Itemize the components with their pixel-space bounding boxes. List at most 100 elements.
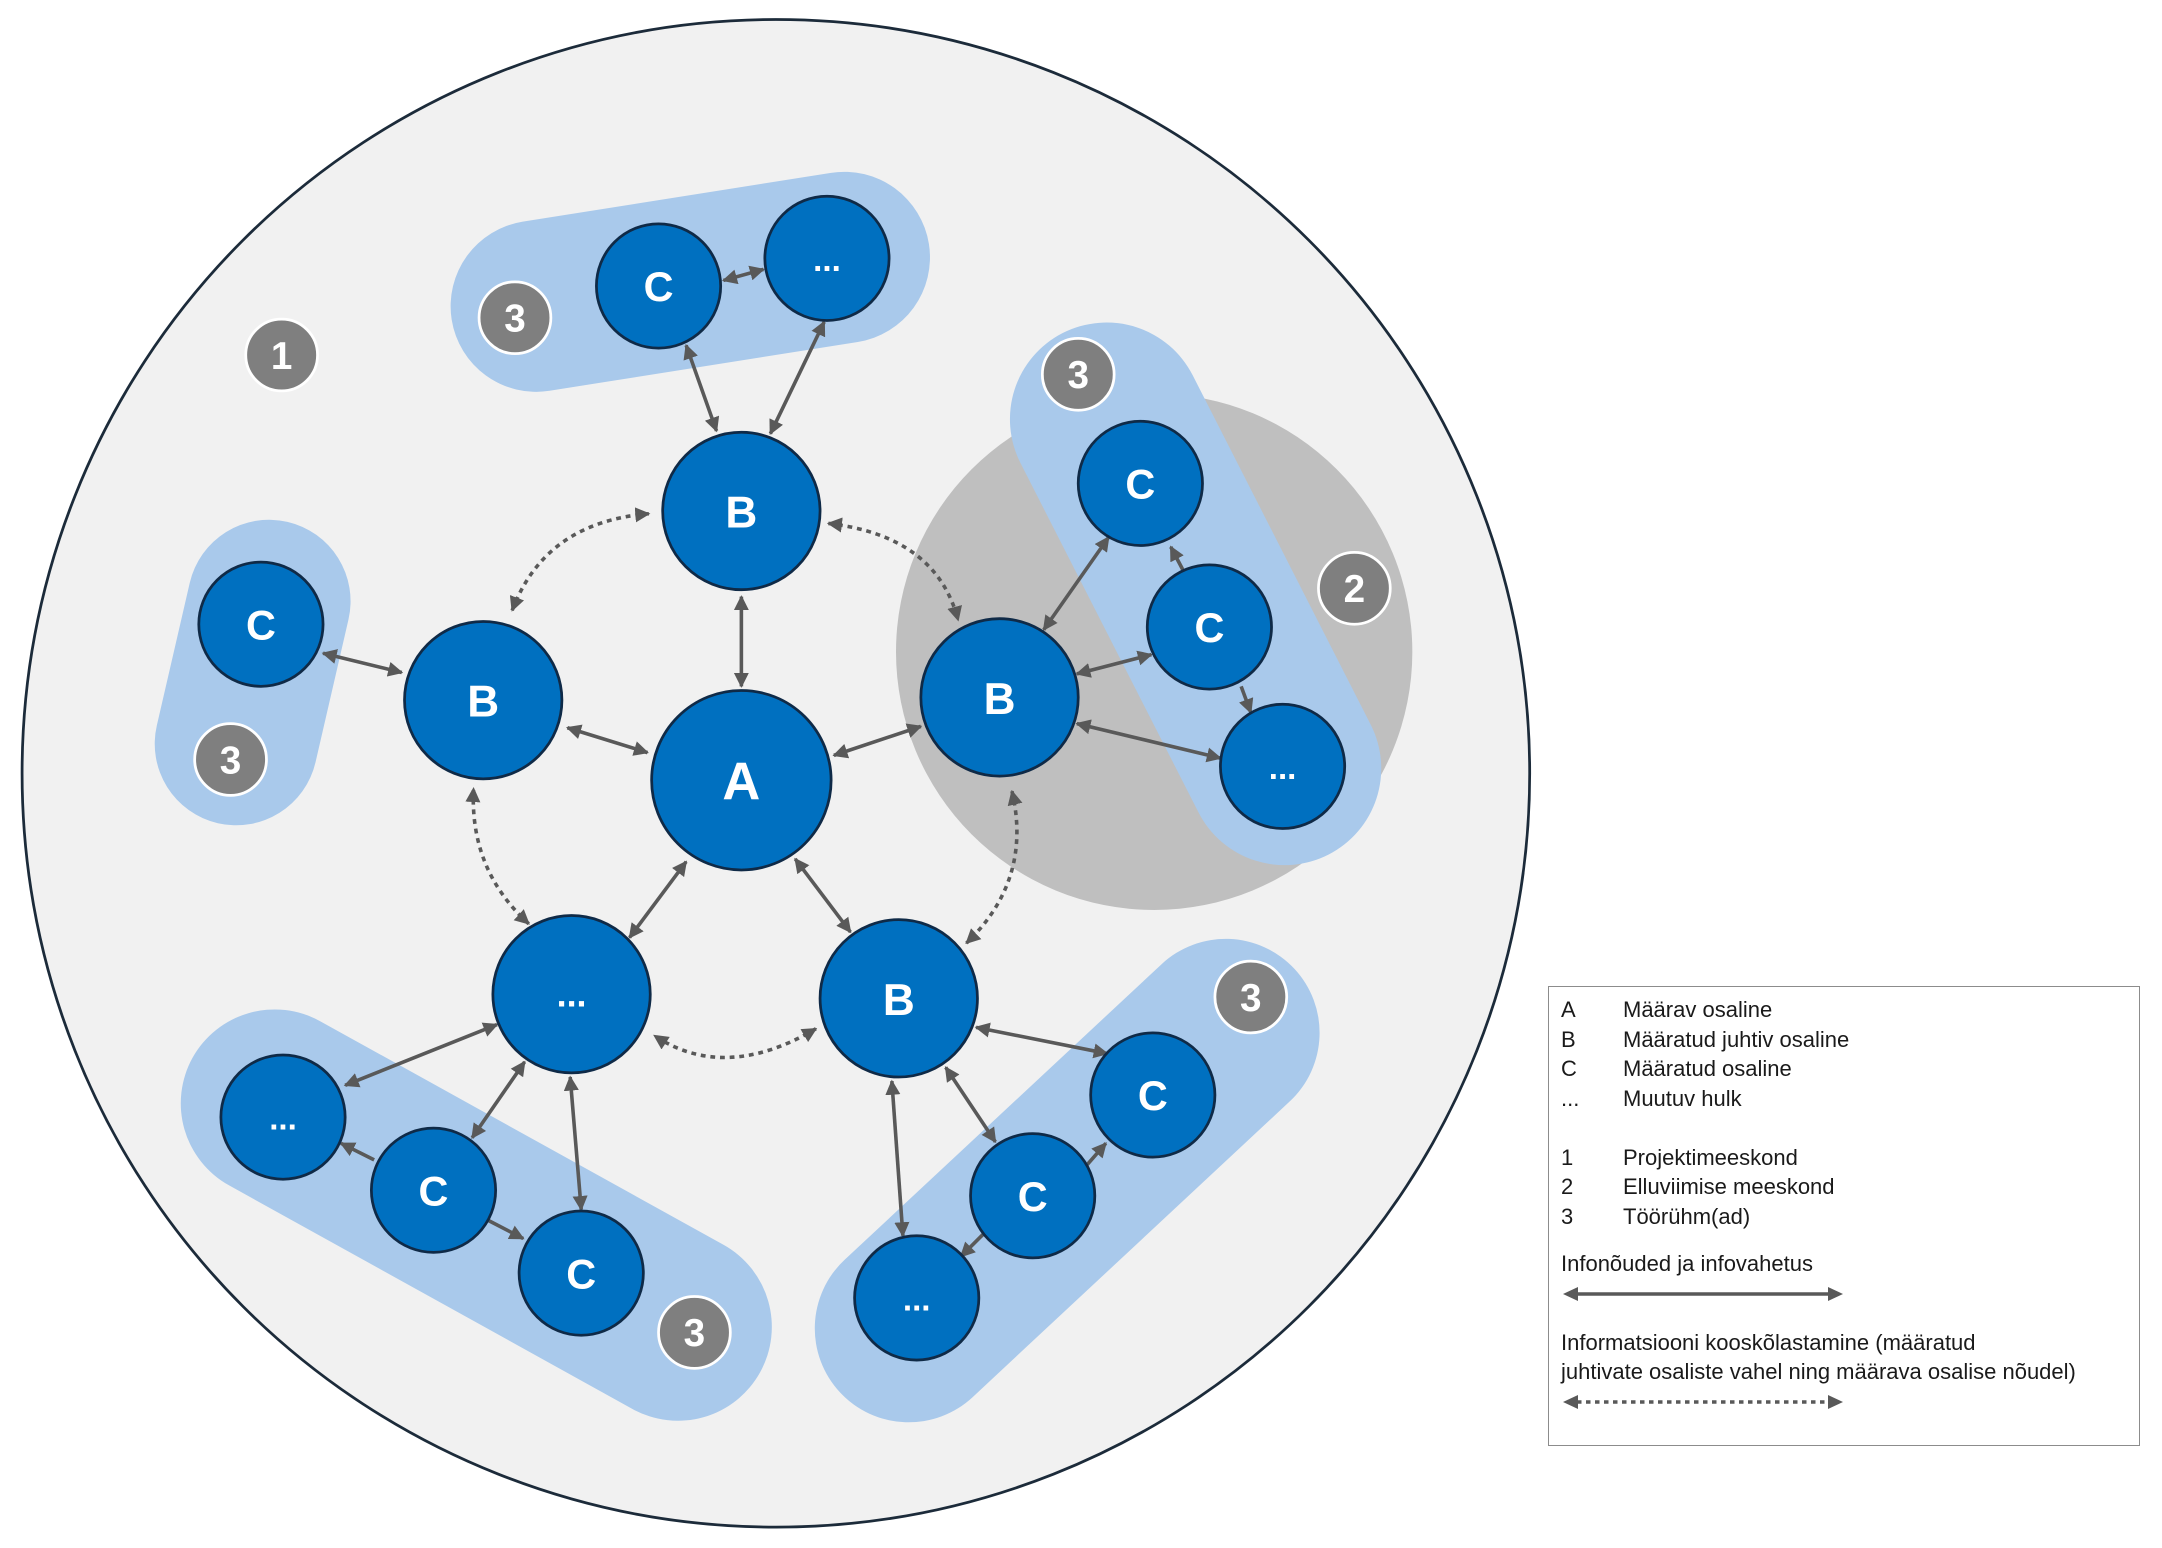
legend-key: 3 (1561, 1203, 1574, 1229)
node-c-right-mid: C (1145, 563, 1273, 691)
node-c-bl-lower-circle (517, 1209, 645, 1337)
node-c-left-label: C (246, 602, 276, 648)
arrow-c-br-lower-var-br (959, 1231, 986, 1258)
node-b-left-label: B (467, 678, 499, 727)
node-c-br-lower-circle (969, 1132, 1097, 1260)
badge-group-right-circle (1040, 337, 1116, 412)
badge-project-team-label: 1 (271, 335, 293, 378)
badge-implementation-team: 2 (1317, 551, 1392, 626)
arrow-b-right-c-right-upper (1042, 535, 1111, 631)
node-b-top: B (661, 430, 822, 592)
badge-project-team-circle (244, 317, 319, 393)
node-c-bl-mid-label: C (419, 1168, 449, 1214)
coordination-arrows (465, 507, 1023, 1060)
node-var-bottom-left: ... (491, 914, 652, 1075)
arrow-c-bl-mid-var-bl-outer (339, 1141, 375, 1162)
node-c-right-mid-circle (1145, 563, 1273, 691)
node-a-label: A (722, 754, 760, 812)
arrow-b-right-var-right (1075, 719, 1222, 763)
dotted-arrow-b-br-var-bl (653, 1027, 818, 1060)
legend-dotted-arrow-label-line1: Informatsiooni kooskõlastamine (määratud (1561, 1330, 1976, 1355)
node-var-right-circle (1219, 702, 1347, 830)
node-a-circle (650, 689, 833, 872)
node-b-top-circle (661, 430, 822, 592)
node-var-top-circle (763, 194, 891, 322)
arrow-a-b-bottom-right (793, 857, 852, 934)
legend-key: 2 (1561, 1174, 1574, 1199)
arrow-b-right-c-right-mid (1075, 650, 1153, 678)
legend-solid-arrow (1561, 1278, 2127, 1310)
badge-group-bottom-left-label: 3 (684, 1312, 706, 1355)
node-b-right-label: B (984, 675, 1016, 724)
node-b-bottom-right-label: B (883, 976, 915, 1025)
legend-row-b: B Määratud juhtiv osaline (1561, 1025, 2127, 1055)
legend-key: A (1561, 997, 1576, 1022)
node-c-top-label: C (644, 264, 674, 310)
legend-text: Määratud osaline (1623, 1056, 1792, 1081)
node-b-bottom-right: B (818, 918, 979, 1079)
dotted-arrow-b-right-b-br (965, 789, 1023, 945)
legend-dotted-arrow-icon (1563, 1395, 1843, 1409)
node-c-br-upper-label: C (1138, 1073, 1168, 1119)
node-c-bl-mid-circle (369, 1126, 498, 1254)
node-c-right-upper: C (1076, 419, 1204, 547)
arrow-var-bl-c-bl-mid (470, 1060, 527, 1140)
legend-spacer (1561, 1310, 2127, 1328)
badge-group-left-circle (193, 722, 268, 797)
arrow-a-b-right (832, 723, 923, 759)
node-c-top: C (595, 222, 723, 350)
badge-group-top-label: 3 (504, 298, 526, 341)
node-c-right-upper-label: C (1125, 462, 1155, 508)
legend-row-1: 1 Projektimeeskond (1561, 1143, 2127, 1173)
legend-text: Projektimeeskond (1623, 1144, 1798, 1170)
badge-implementation-team-circle (1317, 551, 1392, 626)
legend-key: C (1561, 1056, 1577, 1081)
node-c-top-circle (595, 222, 723, 350)
legend-solid-arrow-label: Infonõuded ja infovahetus (1561, 1251, 1813, 1276)
legend-text: Töörühm(ad) (1623, 1203, 1751, 1229)
arrow-c-top-var-top (721, 265, 765, 285)
badge-group-top-circle (477, 280, 553, 355)
legend-key: ... (1561, 1085, 1580, 1111)
legend-row-a: A Määrav osaline (1561, 995, 2127, 1025)
arrow-c-right-mid-c-right-upper (1169, 545, 1185, 572)
legend-row-2: 2 Elluviimise meeskond (1561, 1172, 2127, 1202)
legend-row-3: 3 Töörühm(ad) (1561, 1202, 2127, 1232)
node-var-br-label: ... (903, 1281, 931, 1318)
legend-dotted-arrow (1561, 1386, 2127, 1418)
node-var-bl-label: ... (269, 1101, 297, 1138)
node-var-top: ... (763, 194, 891, 322)
node-b-right-circle (919, 617, 1080, 778)
node-var-bottom-left-circle (491, 914, 652, 1075)
node-var-top-label: ... (813, 242, 841, 279)
arrow-b-left-c-left (321, 649, 404, 677)
legend-spacer (1561, 1231, 2127, 1249)
node-c-right-upper-circle (1076, 419, 1204, 547)
arrow-var-bl-c-bl-lower (563, 1075, 588, 1212)
node-b-left-circle (403, 620, 564, 781)
node-b-top-label: B (725, 489, 757, 538)
legend-dotted-arrow-label-line2: juhtivate osaliste vahel ning määrava os… (1561, 1359, 2076, 1384)
node-c-right-mid-label: C (1194, 605, 1224, 651)
legend-text: Elluviimise meeskond (1623, 1174, 1835, 1199)
legend-text: Muutuv hulk (1623, 1085, 1742, 1111)
badge-group-left: 3 (193, 722, 268, 797)
node-var-bl: ... (219, 1053, 347, 1181)
badge-group-right-label: 3 (1067, 354, 1089, 397)
arrow-c-bl-mid-c-bl-lower (487, 1219, 525, 1241)
arrow-b-br-c-br-upper (974, 1022, 1109, 1059)
node-b-left: B (403, 620, 564, 781)
badge-group-bottom-left-circle (657, 1295, 732, 1370)
node-a: A (650, 689, 833, 872)
node-c-bl-mid: C (369, 1126, 498, 1254)
node-var-br-circle (853, 1234, 981, 1362)
legend-key: 1 (1561, 1144, 1574, 1170)
badge-project-team: 1 (244, 317, 319, 393)
node-var-br: ... (853, 1234, 981, 1362)
node-c-bl-lower-label: C (566, 1251, 596, 1297)
badge-group-bottom-left: 3 (657, 1295, 732, 1370)
node-c-br-lower: C (969, 1132, 1097, 1260)
node-var-right-label: ... (1269, 750, 1297, 787)
legend-solid-arrow-icon (1563, 1287, 1843, 1301)
badge-group-bottom-right-circle (1213, 959, 1289, 1035)
